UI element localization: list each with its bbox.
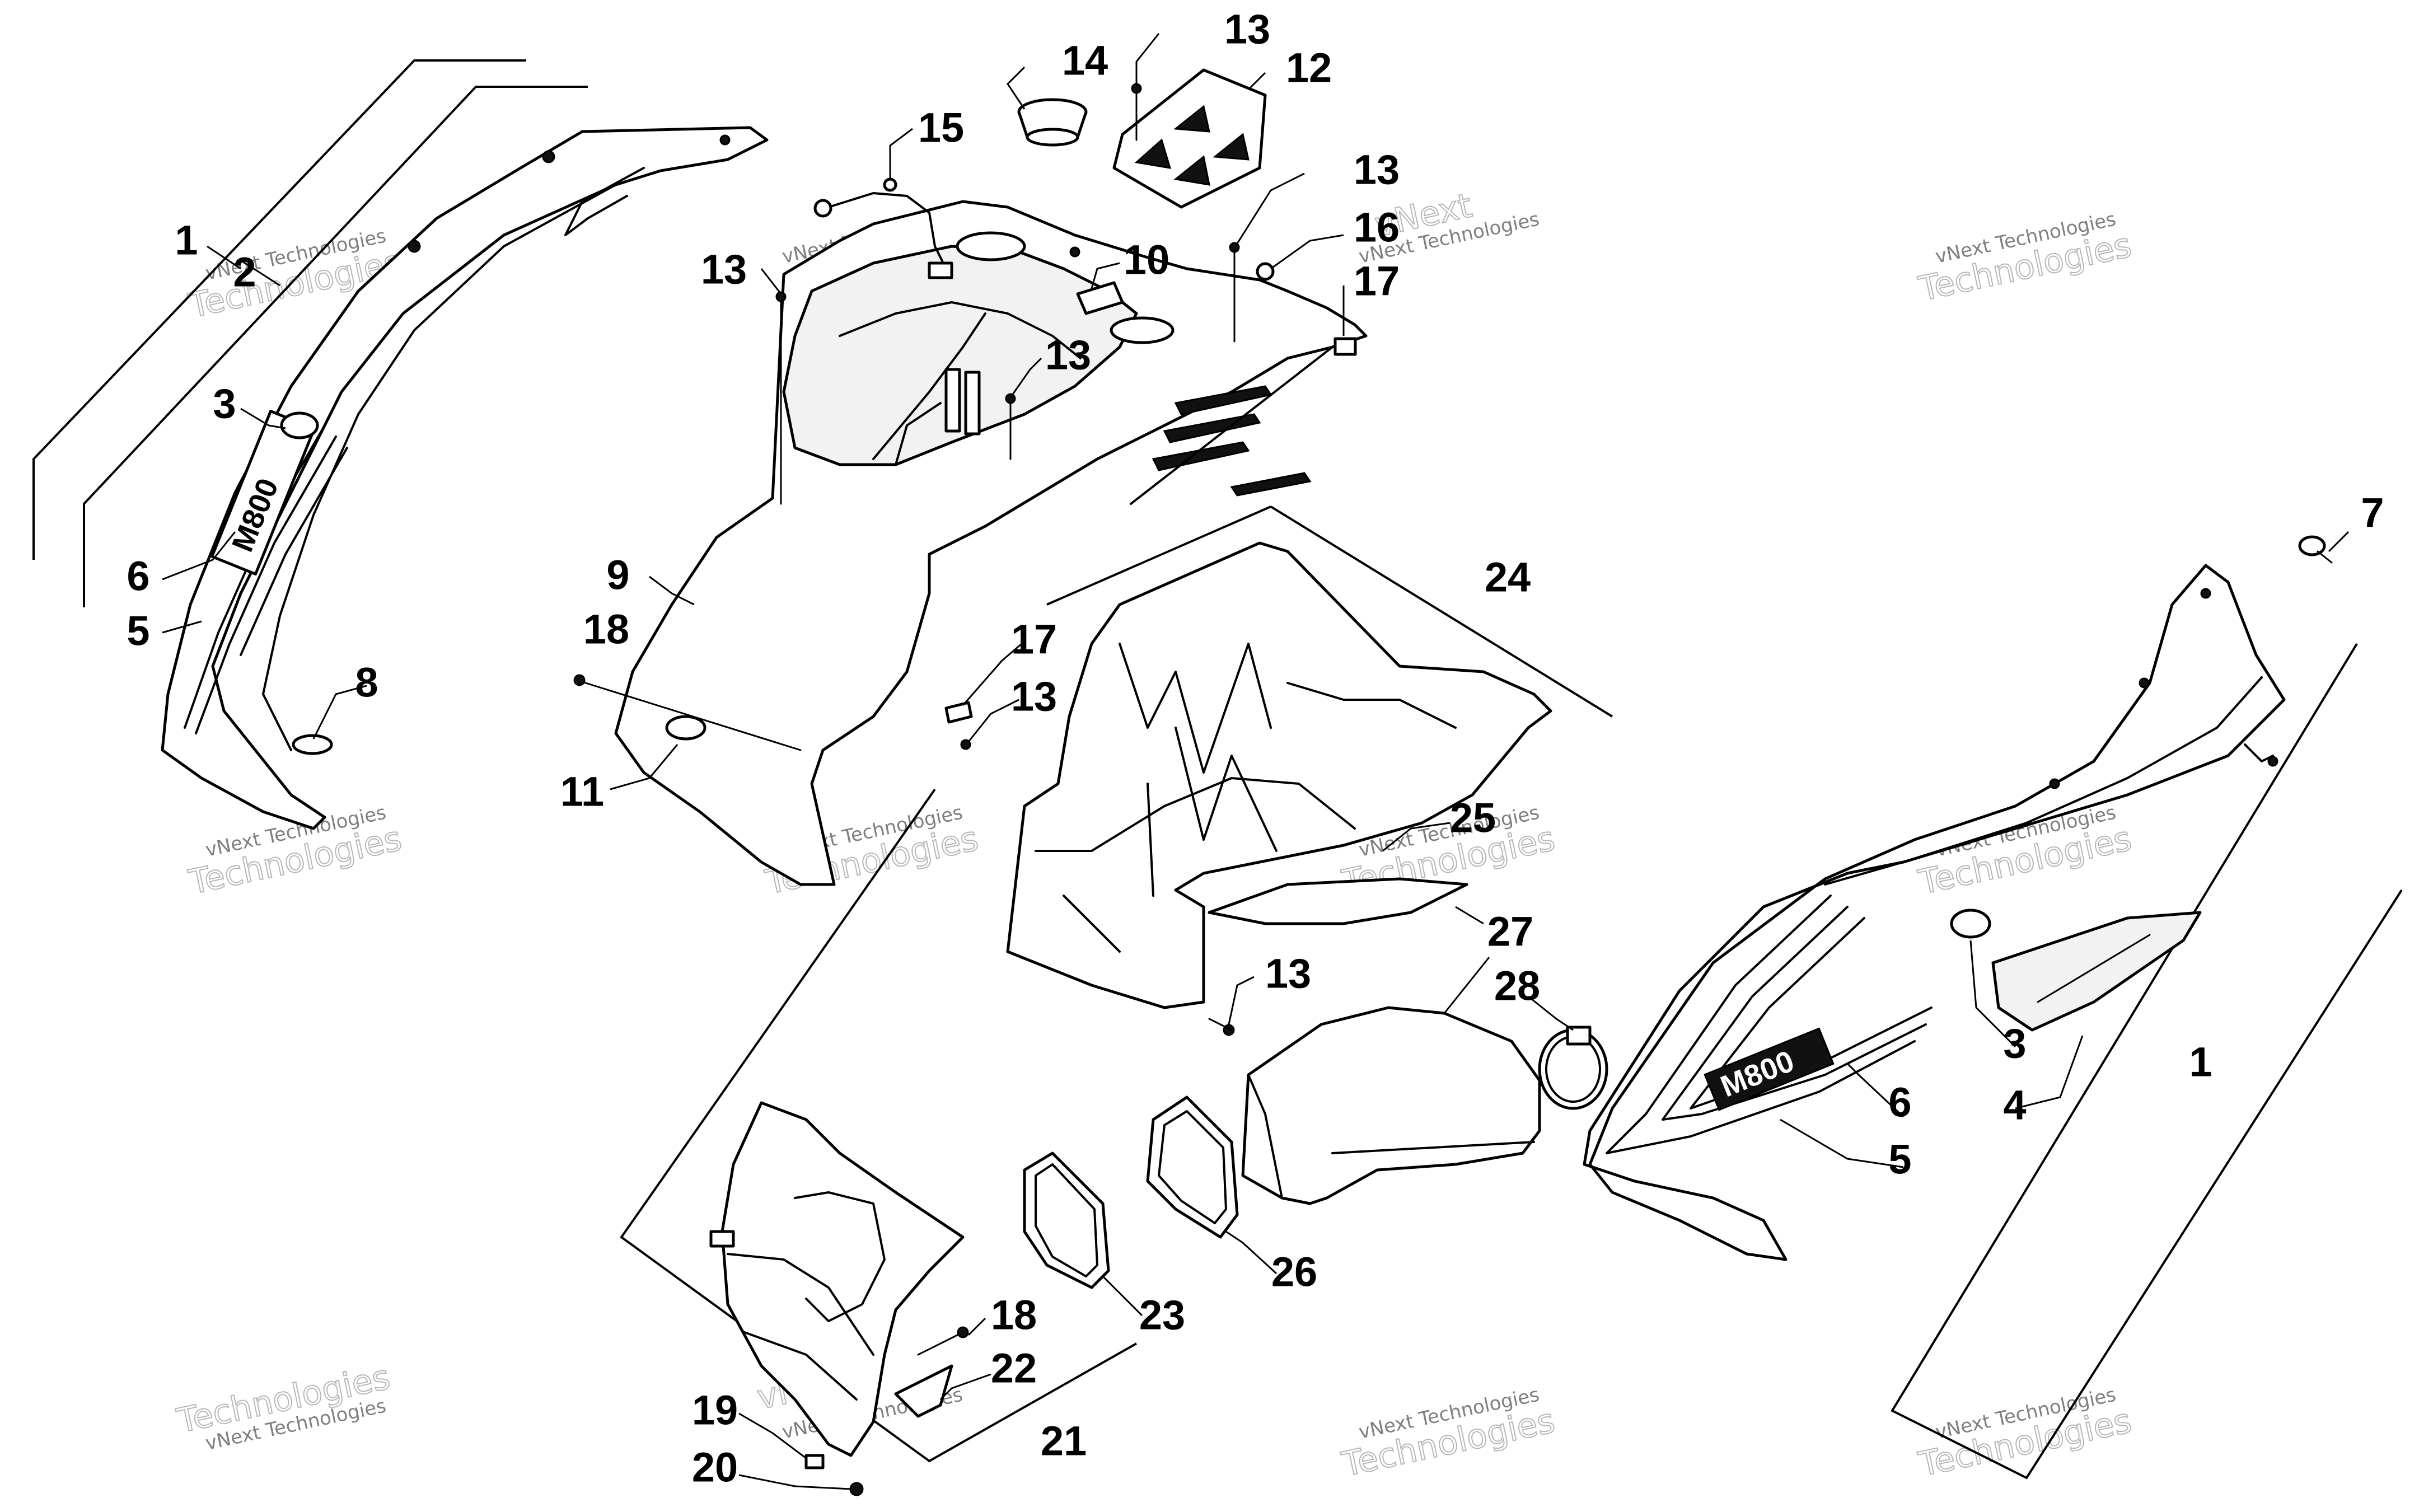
lower-intake-assembly bbox=[620, 788, 1137, 1496]
screw-18 bbox=[917, 1331, 964, 1356]
hood-vents bbox=[1152, 385, 1312, 497]
clip-17 bbox=[944, 701, 973, 724]
callout-17: 17 bbox=[1011, 616, 1057, 663]
side-panel-right bbox=[1583, 564, 2286, 1261]
grommet-11 bbox=[665, 715, 706, 741]
screen-4 bbox=[1991, 911, 2202, 1032]
foam-22 bbox=[894, 1364, 953, 1418]
callout-1: 1 bbox=[175, 217, 198, 264]
callout-19: 19 bbox=[692, 1387, 738, 1434]
callout-21: 21 bbox=[1041, 1418, 1087, 1464]
callout-labels: 1 2 3 6 5 8 9 18 11 13 14 15 13 12 13 16… bbox=[127, 6, 2384, 1491]
callout-13: 13 bbox=[1045, 332, 1091, 378]
top-parts bbox=[1017, 68, 1267, 209]
callout-25: 25 bbox=[1450, 795, 1496, 841]
callout-20: 20 bbox=[692, 1444, 738, 1491]
stripe-decal-right bbox=[1606, 895, 1916, 1154]
right-side-panel: M800 bbox=[1583, 535, 2403, 1480]
hose-clamp-28 bbox=[1538, 1026, 1608, 1110]
callout-18: 18 bbox=[583, 606, 629, 653]
watermark: vNext Technologies Technologies bbox=[1915, 1383, 2136, 1485]
gasket-23 bbox=[1023, 1151, 1110, 1289]
callout-2: 2 bbox=[233, 249, 256, 296]
callout-5: 5 bbox=[127, 608, 149, 654]
callout-13: 13 bbox=[1011, 673, 1057, 720]
assembly-bracket-24 bbox=[1270, 505, 1613, 718]
seal-26 bbox=[1146, 1096, 1239, 1239]
intake-21 bbox=[720, 1101, 965, 1457]
callout-6: 6 bbox=[127, 553, 149, 600]
hood-assembly bbox=[573, 177, 1368, 886]
o-ring-8 bbox=[292, 734, 333, 755]
grille-12 bbox=[1112, 68, 1267, 209]
callout-23: 23 bbox=[1139, 1292, 1185, 1338]
callout-22: 22 bbox=[991, 1345, 1037, 1392]
duct-27 bbox=[1241, 1006, 1541, 1205]
callout-13: 13 bbox=[1224, 6, 1270, 53]
air-box-assembly bbox=[1006, 505, 1613, 1036]
callout-14: 14 bbox=[1062, 38, 1108, 84]
bolt-13 bbox=[1069, 246, 1080, 258]
callout-9: 9 bbox=[606, 552, 629, 598]
screw-20 bbox=[849, 1482, 864, 1496]
nut-19 bbox=[804, 1454, 825, 1469]
callout-26: 26 bbox=[1271, 1249, 1317, 1295]
panel-25 bbox=[1208, 877, 1468, 925]
callout-11: 11 bbox=[560, 769, 604, 815]
assembly-bracket-2 bbox=[83, 86, 588, 607]
callout-5: 5 bbox=[1888, 1136, 1911, 1183]
assembly-bracket-1 bbox=[32, 59, 526, 560]
bolt-13 bbox=[960, 739, 971, 750]
leader-lines bbox=[162, 33, 2350, 1490]
callout-8: 8 bbox=[355, 659, 378, 706]
air-box-24 bbox=[1006, 541, 1552, 1009]
callout-18: 18 bbox=[991, 1292, 1037, 1338]
left-side-panel: M800 bbox=[32, 59, 769, 830]
callout-13: 13 bbox=[701, 246, 747, 293]
m800-badge-right: M800 bbox=[1704, 1027, 1835, 1111]
intake-duct-assembly bbox=[1023, 1006, 1608, 1289]
callout-12: 12 bbox=[1286, 45, 1332, 91]
watermark: vNext Technologies Technologies bbox=[1915, 208, 2136, 310]
callout-3: 3 bbox=[2003, 1021, 2026, 1067]
callout-24: 24 bbox=[1485, 554, 1531, 601]
grommet-left bbox=[280, 411, 319, 439]
callout-6: 6 bbox=[1888, 1079, 1911, 1126]
callout-7: 7 bbox=[2361, 490, 2384, 536]
callout-28: 28 bbox=[1494, 963, 1540, 1009]
clip-17 bbox=[1334, 337, 1357, 356]
callout-13: 13 bbox=[1354, 147, 1400, 193]
intake-tube bbox=[956, 231, 1026, 261]
boot-14 bbox=[1017, 98, 1088, 147]
screw-18 bbox=[575, 679, 802, 751]
callout-3: 3 bbox=[213, 381, 236, 427]
callout-1: 1 bbox=[2189, 1039, 2212, 1085]
side-panel-inner-edge bbox=[262, 184, 617, 751]
watermark: vNext Technologies Technologies bbox=[1338, 1383, 1559, 1485]
callout-13: 13 bbox=[1265, 951, 1311, 997]
callout-17: 17 bbox=[1354, 258, 1400, 305]
fastener-7 bbox=[2298, 535, 2333, 564]
clip-16 bbox=[1256, 262, 1275, 281]
callout-16: 16 bbox=[1354, 204, 1400, 251]
watermark: vNext Technologies Technologies bbox=[173, 1357, 394, 1455]
callout-27: 27 bbox=[1487, 909, 1533, 955]
assembly-bracket-right bbox=[1891, 643, 2403, 1480]
callout-4: 4 bbox=[2003, 1082, 2026, 1129]
callout-15: 15 bbox=[918, 105, 964, 151]
grommet-right bbox=[1950, 909, 1991, 939]
bracket-10 bbox=[1076, 281, 1124, 315]
callout-10: 10 bbox=[1124, 237, 1169, 283]
